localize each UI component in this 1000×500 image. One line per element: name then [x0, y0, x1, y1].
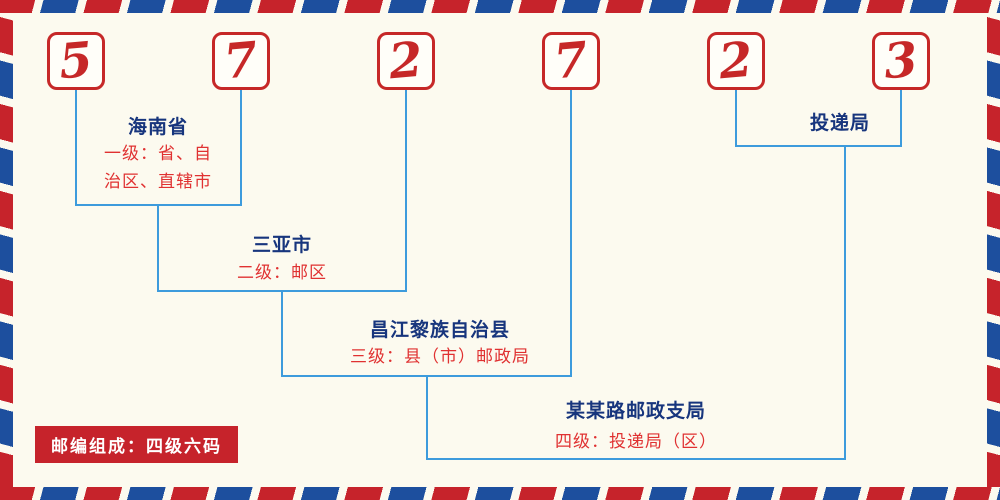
digit-box-4: 7 — [542, 32, 600, 90]
composition-badge: 邮编组成：四级六码 — [35, 426, 238, 463]
level1-desc: 一级：省、自治区、直辖市 — [104, 144, 212, 193]
level1-name: 海南省 — [127, 116, 189, 138]
connector-line — [75, 90, 77, 206]
digit-box-6: 3 — [872, 32, 930, 90]
connector-line — [735, 90, 737, 147]
connector-line — [240, 90, 242, 206]
digit-box-1: 5 — [47, 32, 105, 90]
level4-desc: 四级：投递局（区） — [555, 432, 717, 452]
connector-line — [157, 204, 159, 292]
digit-1: 5 — [56, 31, 96, 91]
connector-line — [570, 90, 572, 377]
digit-5: 2 — [716, 31, 756, 91]
digit-6: 3 — [881, 31, 921, 91]
digit-2: 7 — [221, 31, 261, 91]
connector-line — [735, 145, 902, 147]
connector-line — [844, 145, 846, 460]
airmail-border-right — [987, 13, 1000, 487]
airmail-border-left — [0, 13, 13, 487]
level3-desc: 三级：县（市）邮政局 — [350, 347, 530, 367]
digit-box-5: 2 — [707, 32, 765, 90]
digit-4: 7 — [551, 31, 591, 91]
digit-3: 2 — [386, 31, 426, 91]
level3-name: 昌江黎族自治县 — [369, 319, 511, 341]
connector-line — [426, 375, 428, 460]
connector-line — [900, 90, 902, 147]
level2-name: 三亚市 — [251, 234, 313, 256]
airmail-border-top — [0, 0, 1000, 13]
airmail-border-bottom — [0, 487, 1000, 500]
digit-box-2: 7 — [212, 32, 270, 90]
level4-name: 某某路邮政支局 — [565, 400, 707, 422]
connector-line — [426, 458, 846, 460]
level2-desc: 二级：邮区 — [237, 263, 327, 283]
connector-line — [281, 290, 283, 377]
digit-box-3: 2 — [377, 32, 435, 90]
delivery-office-label: 投递局 — [809, 112, 871, 134]
connector-line — [405, 90, 407, 292]
